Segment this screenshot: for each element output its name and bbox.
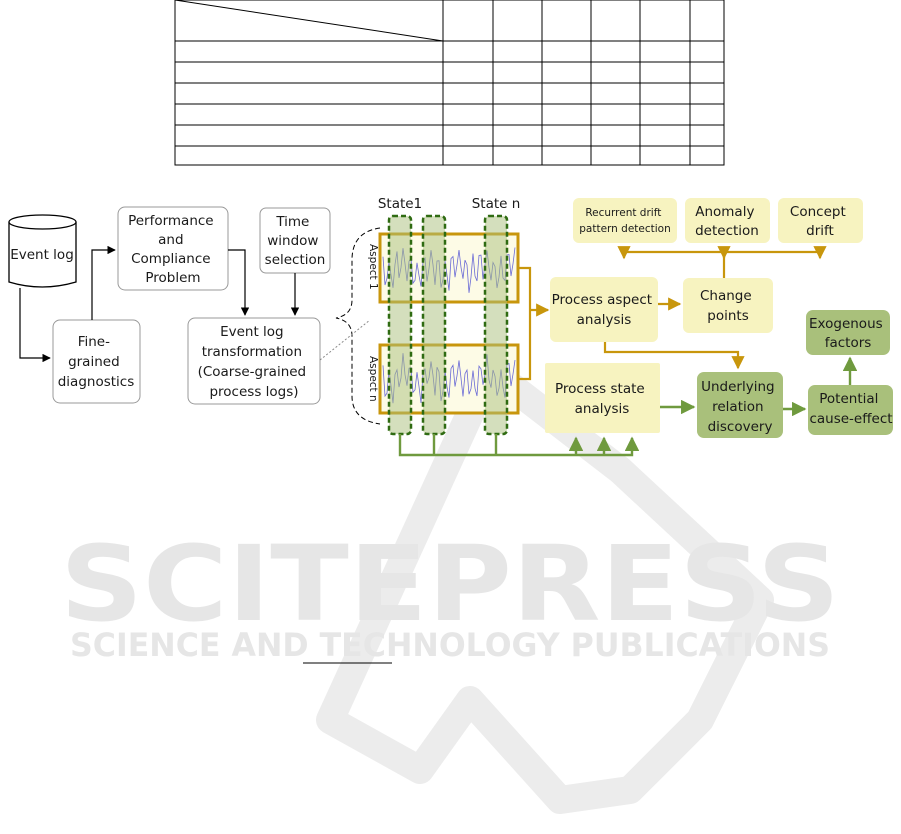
arrow-log-to-fine (19, 288, 51, 363)
recurrent-drift-label: Recurrent drift pattern detection (579, 207, 671, 235)
time-window-label: Time window selection (265, 214, 326, 268)
time-window-box: Time window selection (259, 207, 331, 274)
process-state-label: Process state analysis (555, 381, 649, 417)
change-points-label: Change points (700, 288, 756, 324)
state1-column (387, 214, 413, 436)
state2-column (421, 214, 447, 436)
state-columns (387, 214, 509, 436)
watermark-title: SCITEPRESS (60, 523, 840, 645)
concept-drift-box: Concept drift (778, 198, 863, 243)
green-connectors (398, 356, 858, 457)
transformation-box: Event log transformation (Coarse-grained… (187, 317, 321, 405)
watermark-subtitle: SCIENCE AND TECHNOLOGY PUBLICATIONS (70, 626, 830, 664)
staten-column (483, 214, 509, 436)
change-points-box: Change points (683, 278, 773, 333)
performance-label: Performance and Compliance Problem (128, 213, 218, 286)
watermark: SCITEPRESS SCIENCE AND TECHNOLOGY PUBLIC… (60, 356, 840, 814)
concept-drift-label: Concept drift (790, 204, 850, 239)
gold-connectors (518, 246, 827, 381)
aspect-brace (335, 227, 381, 425)
underlying-box: Underlying relation discovery (697, 372, 783, 438)
process-state-box: Process state analysis (545, 363, 660, 433)
staten-label: State n (472, 196, 521, 212)
arrow-performance-to-transform (228, 249, 250, 316)
green-base-line (398, 434, 640, 457)
table-row-lines (175, 40, 724, 147)
table-column-lines (442, 0, 691, 165)
process-aspect-label: Process aspect analysis (552, 292, 657, 328)
fine-grained-box: Fine- grained diagnostics (52, 319, 141, 404)
exogenous-label: Exogenous factors (809, 316, 887, 351)
exogenous-box: Exogenous factors (806, 310, 890, 355)
potential-box: Potential cause-effect (808, 385, 893, 435)
event-log-label: Event log (10, 247, 74, 263)
table-diagonal (174, 0, 444, 42)
recurrent-drift-box: Recurrent drift pattern detection (573, 198, 677, 243)
data-table (174, 0, 725, 166)
left-arrows (19, 245, 300, 363)
brace-connector (319, 319, 371, 361)
aspect1-label: Aspect 1 (367, 244, 379, 290)
event-log-cylinder: Event log (8, 214, 77, 288)
gold-bracket (518, 266, 532, 381)
process-aspect-box: Process aspect analysis (550, 277, 658, 342)
arrow-aspect-to-underlying (603, 342, 745, 370)
arrow-fine-to-performance (91, 245, 116, 320)
fine-grained-label: Fine- grained diagnostics (58, 334, 135, 390)
state1-label: State1 (378, 196, 422, 212)
aspectn-label: Aspect n (367, 356, 379, 402)
anomaly-box: Anomaly detection (685, 198, 770, 243)
potential-label: Potential cause-effect (809, 391, 892, 427)
underlying-label: Underlying relation discovery (701, 379, 779, 435)
performance-box: Performance and Compliance Problem (117, 206, 229, 291)
anomaly-label: Anomaly detection (695, 204, 759, 239)
transformation-label: Event log transformation (Coarse-grained… (198, 324, 311, 400)
